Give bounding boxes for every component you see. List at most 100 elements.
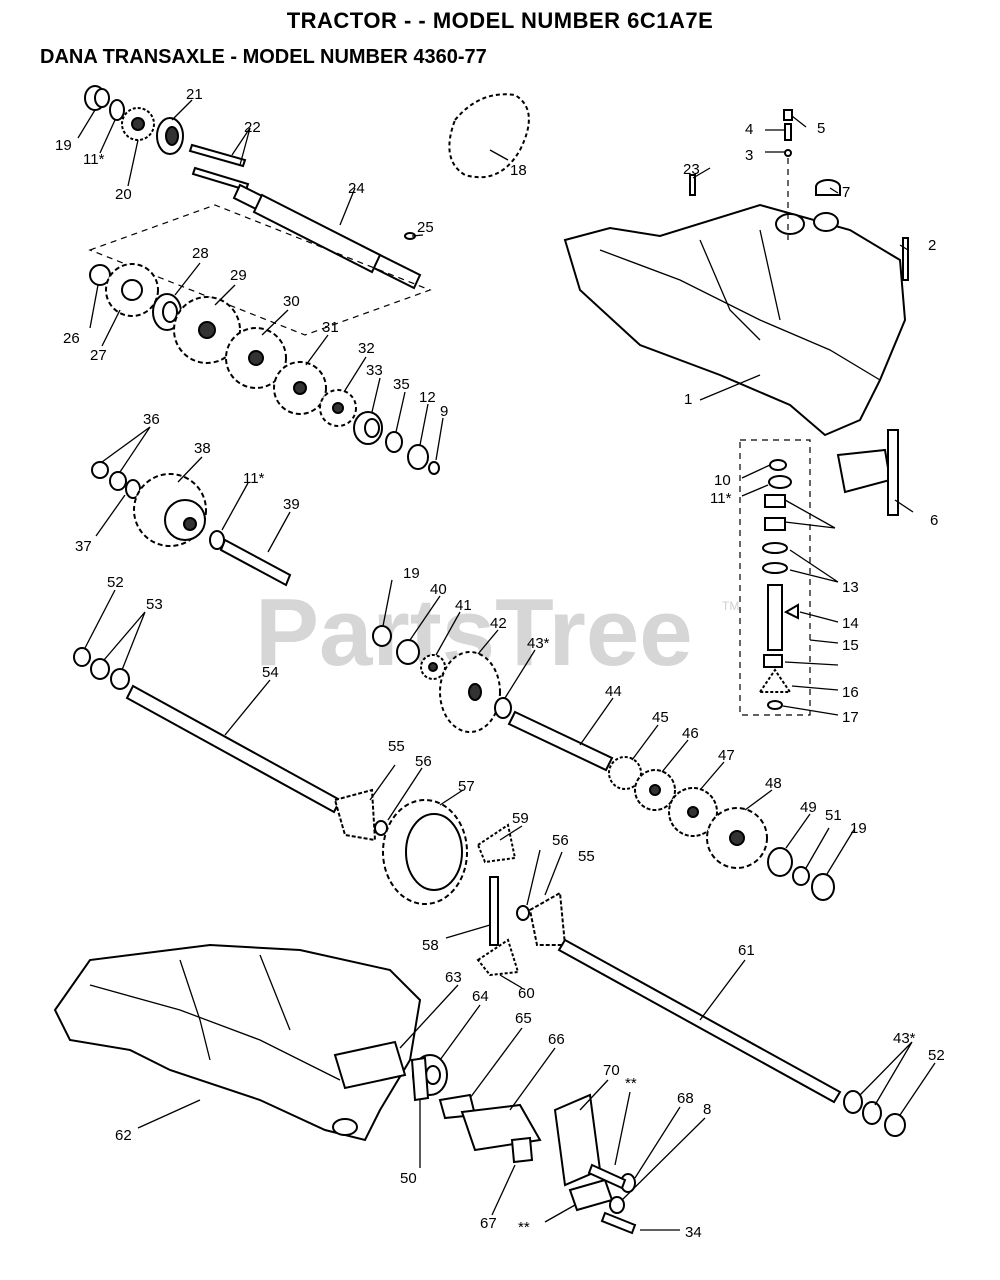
callout: 30 [283, 293, 300, 310]
callout: 42 [490, 615, 507, 632]
washer-53b[interactable] [110, 668, 130, 690]
callout: 55 [578, 848, 595, 865]
callout: 68 [677, 1090, 694, 1107]
input-shaft-15[interactable] [767, 584, 783, 651]
pinion-16[interactable] [758, 668, 792, 693]
gear-47[interactable] [668, 787, 718, 837]
gear-46[interactable] [634, 769, 676, 811]
ring-56-left[interactable] [374, 820, 388, 836]
washer-13b[interactable] [762, 562, 788, 574]
lever-70[interactable] [568, 1178, 614, 1212]
callout: 29 [230, 267, 247, 284]
washer-36a[interactable] [91, 461, 109, 479]
ring-56-right[interactable] [516, 905, 530, 921]
bushing-49[interactable] [767, 847, 793, 877]
pin-58[interactable] [489, 876, 499, 946]
axle-54[interactable] [125, 684, 342, 814]
callout: 46 [682, 725, 699, 742]
pinion-59-top[interactable] [476, 823, 517, 864]
washer-53a[interactable] [90, 658, 110, 680]
seal-52-right[interactable] [884, 1113, 906, 1137]
shaft-44[interactable] [507, 710, 614, 772]
gear-20[interactable] [121, 107, 155, 141]
gear-48[interactable] [706, 807, 768, 869]
bushing-19-right[interactable] [811, 873, 835, 901]
callout: 33 [366, 362, 383, 379]
gear-29[interactable] [173, 296, 241, 364]
callout: 16 [842, 684, 859, 701]
ring-17[interactable] [767, 700, 783, 710]
block-50[interactable] [410, 1056, 430, 1102]
washer-37[interactable] [125, 479, 141, 499]
key-14[interactable] [783, 603, 799, 620]
ring-gear-57[interactable] [382, 799, 468, 905]
bevel-gear-55-right[interactable] [528, 891, 567, 946]
axle-60[interactable] [557, 938, 842, 1104]
callout: 7 [842, 184, 850, 201]
bolt-69[interactable] [587, 1163, 627, 1190]
bearing-21[interactable] [156, 117, 184, 155]
ring-10[interactable] [769, 459, 787, 471]
callout: 19 [850, 820, 867, 837]
nut-8[interactable] [609, 1196, 625, 1214]
bushing-19-mid[interactable] [372, 625, 392, 647]
gear-41[interactable] [420, 654, 446, 680]
callout: 52 [928, 1047, 945, 1064]
sprocket-27[interactable] [105, 263, 159, 317]
callout-labels: 19 11* 20 21 22 24 25 18 26 27 28 29 30 … [55, 86, 945, 1241]
washer-13a[interactable] [762, 542, 788, 554]
spring-4[interactable] [784, 123, 792, 141]
ball-3[interactable] [784, 149, 792, 157]
bushing-19-top[interactable] [84, 85, 110, 111]
gear-32[interactable] [319, 389, 357, 427]
seal-52-left[interactable] [73, 647, 91, 667]
callout: 34 [685, 1224, 702, 1241]
callout: 4 [745, 121, 753, 138]
pin-39[interactable] [219, 538, 292, 587]
gear-45[interactable] [608, 756, 642, 790]
chain-18[interactable] [448, 93, 530, 179]
washer-11-top[interactable] [109, 99, 125, 121]
callout: 60 [518, 985, 535, 1002]
washer-51[interactable] [792, 866, 810, 886]
gear-30[interactable] [225, 327, 287, 389]
washer-43b[interactable] [862, 1101, 882, 1125]
callout: 19 [55, 137, 72, 154]
ring-9[interactable] [428, 461, 440, 475]
callout: 32 [358, 340, 375, 357]
bushing-12[interactable] [407, 444, 429, 470]
callout: 44 [605, 683, 622, 700]
shaft-24[interactable] [232, 183, 422, 290]
cluster-gear-38[interactable] [133, 473, 207, 547]
washer-36b[interactable] [109, 471, 127, 491]
bevel-gear-55-left[interactable] [333, 788, 377, 842]
block-62[interactable] [333, 1040, 407, 1090]
bushing-40[interactable] [396, 639, 420, 665]
washer-43a[interactable] [843, 1090, 863, 1114]
gear-31[interactable] [273, 361, 327, 415]
callout: 31 [322, 319, 339, 336]
pad-66[interactable] [510, 1136, 534, 1164]
bracket-6[interactable] [836, 429, 899, 516]
callout: 63 [445, 969, 462, 986]
pinion-59-bottom[interactable] [476, 938, 520, 977]
bearing-33[interactable] [353, 411, 383, 445]
bearing-upper[interactable] [764, 494, 786, 531]
callout: 35 [393, 376, 410, 393]
upper-housing-1[interactable] [563, 203, 907, 437]
plug-5[interactable] [783, 109, 793, 121]
callout: 2 [928, 237, 936, 254]
washer-35[interactable] [385, 431, 403, 453]
bolt-2[interactable] [902, 237, 909, 281]
keys-22[interactable] [188, 143, 250, 192]
gear-42[interactable] [439, 651, 501, 733]
bolt-23[interactable] [689, 174, 696, 196]
lower-housing-61[interactable] [53, 943, 422, 1142]
washer-11-right[interactable] [768, 475, 792, 489]
washer-43-mid[interactable] [494, 697, 512, 719]
callout: 55 [388, 738, 405, 755]
bolt-34[interactable] [600, 1211, 637, 1235]
callout: 65 [515, 1010, 532, 1027]
callout: 10 [714, 472, 731, 489]
bearing-lower[interactable] [763, 654, 783, 668]
